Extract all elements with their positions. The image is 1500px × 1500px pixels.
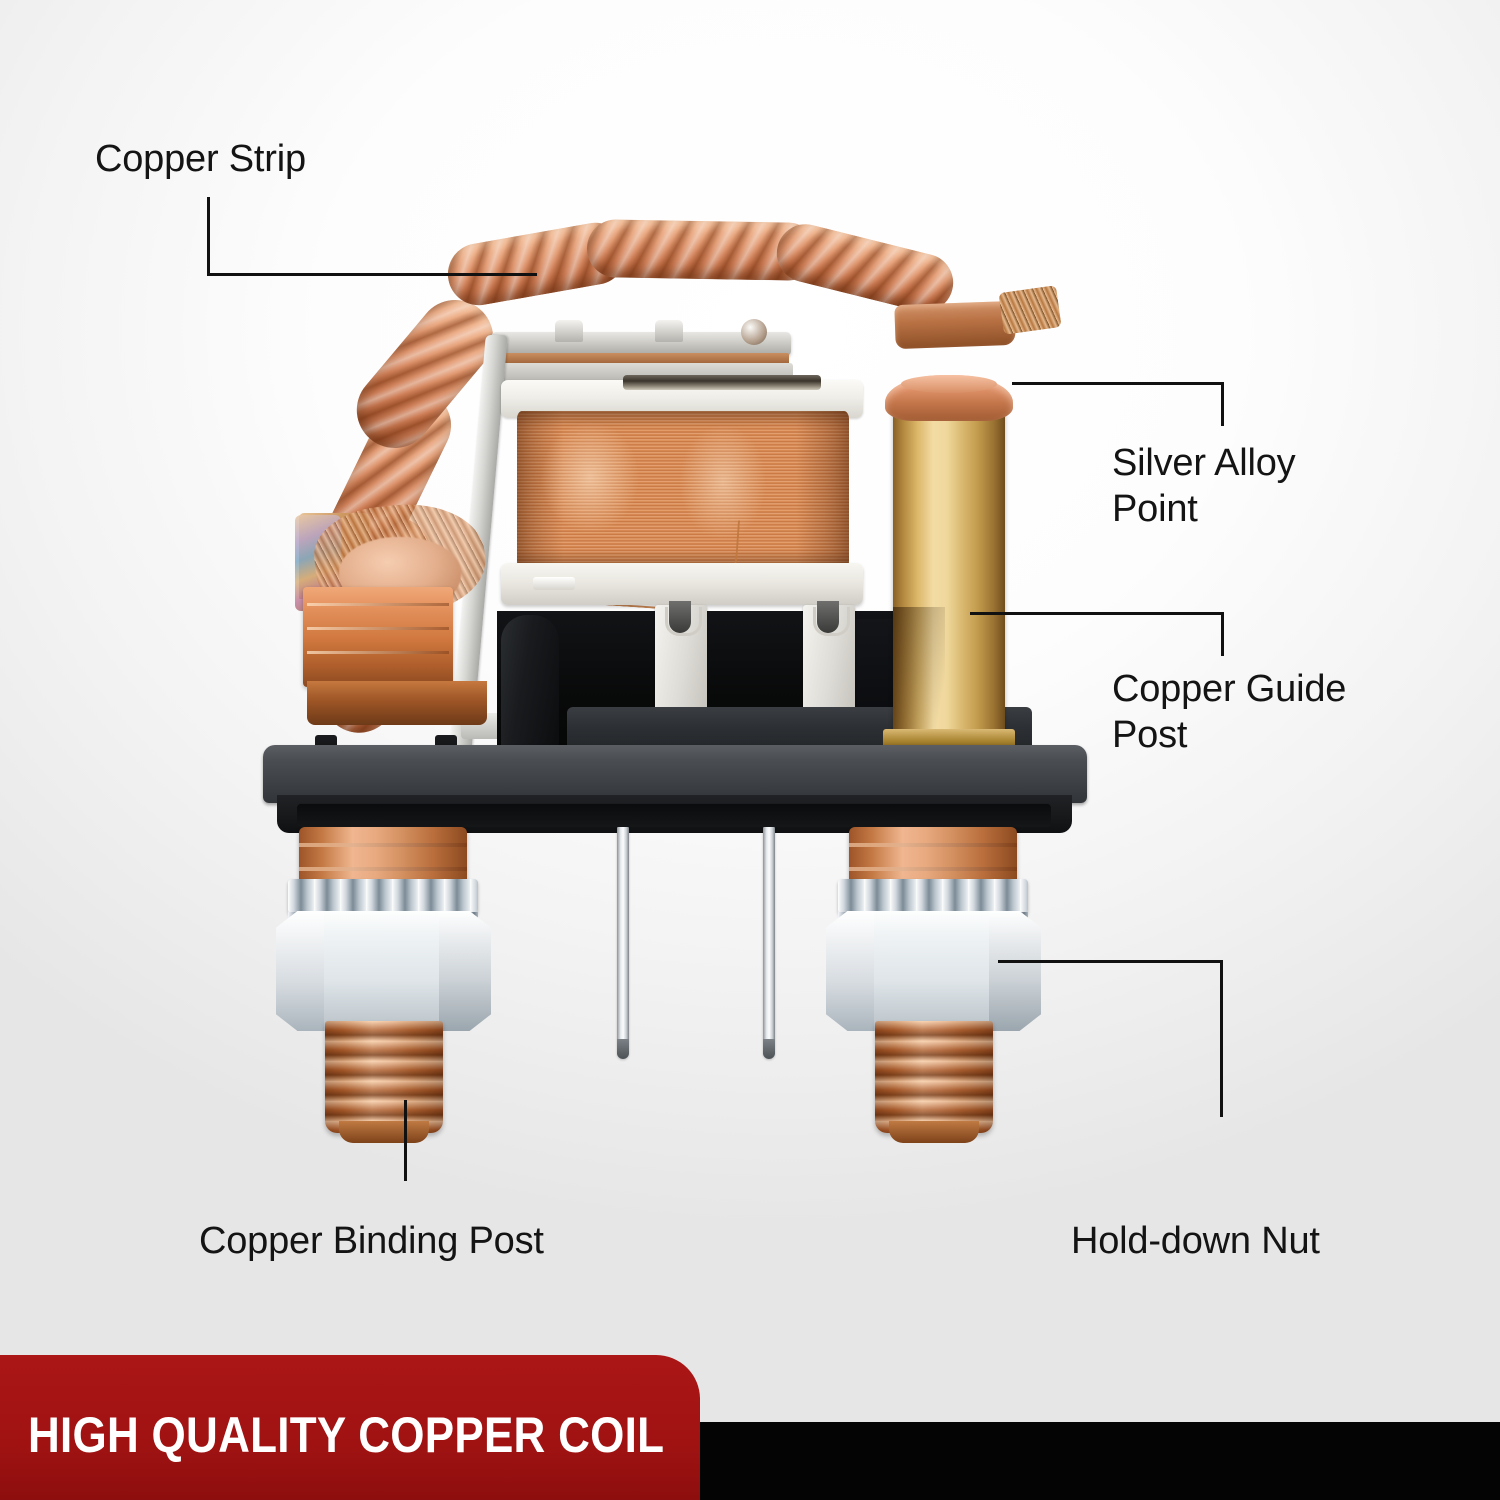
spade-pin — [763, 827, 775, 1059]
callout-guide-post-leader-horizontal — [970, 612, 1224, 615]
coil-solder-joint — [623, 375, 821, 390]
relay-black-post — [501, 615, 559, 765]
bobbin-nub — [533, 577, 575, 590]
callout-hold-down-nut-label: Hold-down Nut — [1071, 1220, 1320, 1262]
callout-copper-guide-post-label: Copper Guide Post — [1112, 668, 1347, 757]
collar-band — [849, 867, 1017, 871]
base-plate-groove — [297, 803, 1051, 827]
terminal-tab-clip — [665, 607, 702, 636]
collar-band — [299, 843, 467, 847]
rivet — [741, 319, 767, 345]
callout-hold-down-nut-leader-horizontal — [998, 960, 1223, 963]
callout-guide-post-leader-vertical — [1221, 612, 1224, 656]
base-plate — [263, 745, 1087, 803]
armature-copper-lip — [497, 353, 789, 365]
collar-band — [299, 867, 467, 871]
terminal-ridge — [307, 651, 449, 654]
terminal-tab — [803, 601, 855, 715]
callout-silver-alloy-leader-horizontal — [1012, 382, 1224, 385]
nut-facet-left — [276, 911, 324, 1031]
product-illustration — [255, 215, 1095, 1143]
copper-braid-crimp — [894, 300, 1016, 350]
callout-binding-post-leader-vertical — [404, 1100, 407, 1181]
nut-facet-left — [826, 911, 874, 1031]
hold-down-nut — [276, 911, 491, 1031]
copper-binding-post — [875, 1021, 993, 1143]
banner-headline: HIGH QUALITY COPPER COIL — [28, 1407, 665, 1463]
terminal-tab-clip — [813, 607, 850, 636]
coil-highlight — [517, 411, 849, 569]
callout-copper-strip-leader-horizontal — [207, 273, 537, 276]
terminal-ridge — [307, 627, 449, 630]
callout-copper-strip-label: Copper Strip — [95, 138, 306, 180]
copper-coil-winding — [517, 411, 849, 569]
nut-facet-right — [989, 911, 1041, 1031]
callout-hold-down-nut-leader-vertical — [1220, 960, 1223, 1117]
guide-post-shadow — [893, 607, 945, 745]
callout-copper-binding-post-label: Copper Binding Post — [199, 1220, 544, 1262]
rivet — [555, 320, 583, 342]
nut-facet-right — [439, 911, 491, 1031]
rivet — [655, 320, 683, 342]
terminal-tab — [655, 601, 707, 715]
terminal-ridge — [307, 603, 449, 606]
hold-down-nut — [826, 911, 1041, 1031]
copper-braid-frayed-end — [998, 285, 1062, 335]
copper-terminal-foot — [307, 681, 487, 725]
copper-terminal-block — [303, 587, 453, 687]
callout-copper-strip-leader-vertical — [207, 197, 210, 275]
silver-alloy-point-face — [901, 375, 997, 393]
banner-red-panel — [0, 1355, 700, 1500]
spade-pin — [617, 827, 629, 1059]
callout-silver-alloy-point-label: Silver Alloy Point — [1112, 442, 1296, 531]
callout-silver-alloy-leader-vertical — [1221, 382, 1224, 426]
collar-band — [849, 843, 1017, 847]
copper-binding-post — [325, 1021, 443, 1143]
